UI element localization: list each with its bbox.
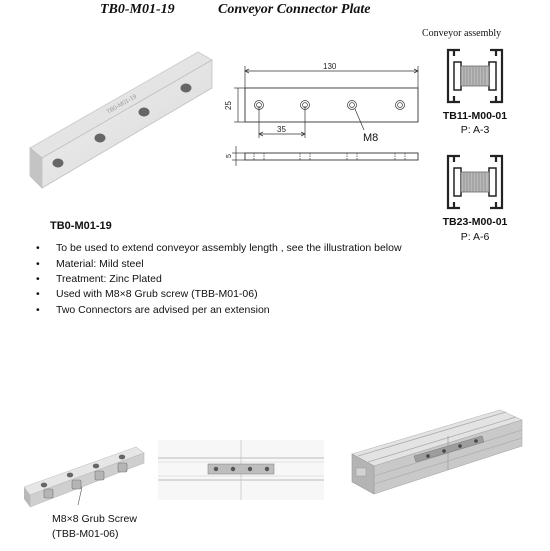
- assembly-profile-icon: [446, 48, 504, 104]
- plate-hole: [180, 83, 192, 93]
- grub-screw-code: (TBB-M01-06): [52, 528, 119, 540]
- hole-label: M8: [363, 132, 378, 144]
- spec-code: TB0-M01-19: [50, 220, 112, 232]
- dim-pitch: 35: [277, 125, 286, 134]
- dim-height: 25: [224, 101, 233, 110]
- assembly-part-code: TB23-M00-01: [442, 216, 508, 228]
- plate-hole: [94, 133, 106, 143]
- connector-plate-in-slot: [207, 463, 275, 475]
- grub-screw-caption: M8×8 Grub Screw: [52, 513, 137, 525]
- header-title: Conveyor Connector Plate: [218, 2, 371, 17]
- spec-bullet: •Material: Mild steel: [36, 258, 144, 270]
- header-code: TB0-M01-19: [100, 2, 175, 17]
- assembly-part-page: P: A-3: [460, 124, 490, 136]
- dim-thickness: 5: [226, 154, 233, 158]
- plate-with-grub-screws-render: [23, 446, 145, 508]
- dim-length: 130: [323, 62, 337, 71]
- spec-bullet: •Treatment: Zinc Plated: [36, 273, 162, 285]
- technical-drawing: 130 25 35 M8 5: [224, 62, 419, 166]
- connector-plate-in-slot: [413, 435, 485, 463]
- plate-hole: [52, 158, 64, 168]
- joined-profile-3d-render: [351, 409, 523, 495]
- connector-plate-render: TB0-M01-19: [29, 51, 213, 189]
- spec-bullet: •Two Connectors are advised per an exten…: [36, 304, 270, 316]
- plate-hole: [138, 107, 150, 117]
- assembly-part-code: TB11-M00-01: [442, 110, 508, 122]
- spec-bullet: •Used with M8×8 Grub screw (TBB-M01-06): [36, 288, 258, 300]
- assembly-part-page: P: A-6: [460, 231, 490, 243]
- spec-bullet: •To be used to extend conveyor assembly …: [36, 242, 402, 254]
- assembly-profile-icon: [446, 154, 504, 210]
- grub-screw-icon: [43, 462, 128, 499]
- joined-profile-top-view: [158, 440, 324, 500]
- assembly-title: Conveyor assembly: [422, 28, 502, 39]
